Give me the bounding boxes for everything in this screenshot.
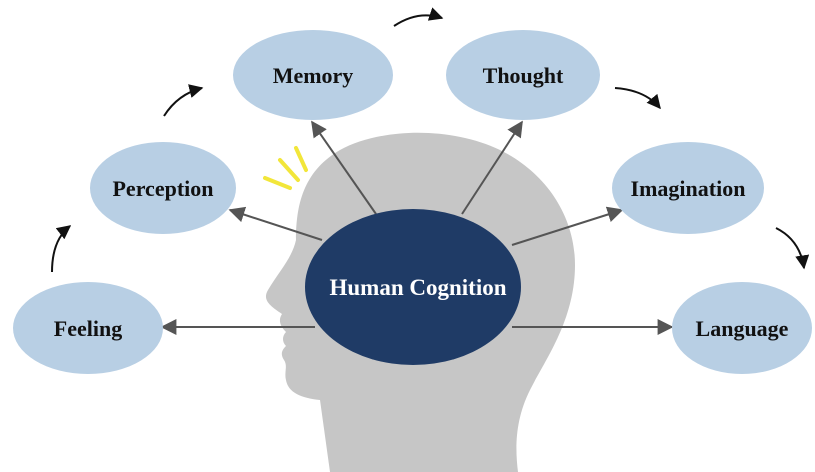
- flow-arrow-imagination-to-language: [775, 227, 810, 270]
- arrow-to-thought: [461, 120, 523, 215]
- flow-arrow-feeling-to-perception: [51, 225, 72, 273]
- node-feeling: Feeling: [13, 282, 163, 374]
- center-label: Human Cognition: [329, 275, 506, 300]
- flow-arrow-perception-to-memory: [163, 84, 204, 117]
- node-label-feeling: Feeling: [54, 316, 122, 341]
- flow-arrow-memory-to-thought: [393, 7, 444, 27]
- arrow-to-perception: [228, 206, 323, 241]
- node-label-language: Language: [696, 316, 789, 341]
- node-label-memory: Memory: [273, 63, 354, 88]
- node-language: Language: [672, 282, 812, 374]
- node-imagination: Imagination: [612, 142, 764, 234]
- arrow-to-imagination: [511, 206, 624, 246]
- node-thought: Thought: [446, 30, 600, 120]
- flow-arrows: [51, 7, 810, 273]
- node-label-perception: Perception: [112, 176, 213, 201]
- center-node: Human Cognition: [305, 209, 521, 365]
- node-memory: Memory: [233, 30, 393, 120]
- node-label-imagination: Imagination: [631, 176, 746, 201]
- flow-arrow-thought-to-imagination: [614, 87, 661, 110]
- arrow-to-memory: [311, 120, 377, 215]
- node-perception: Perception: [90, 142, 236, 234]
- node-label-thought: Thought: [483, 63, 564, 88]
- highlight-marks: [263, 146, 308, 190]
- connector-arrows: [160, 120, 674, 335]
